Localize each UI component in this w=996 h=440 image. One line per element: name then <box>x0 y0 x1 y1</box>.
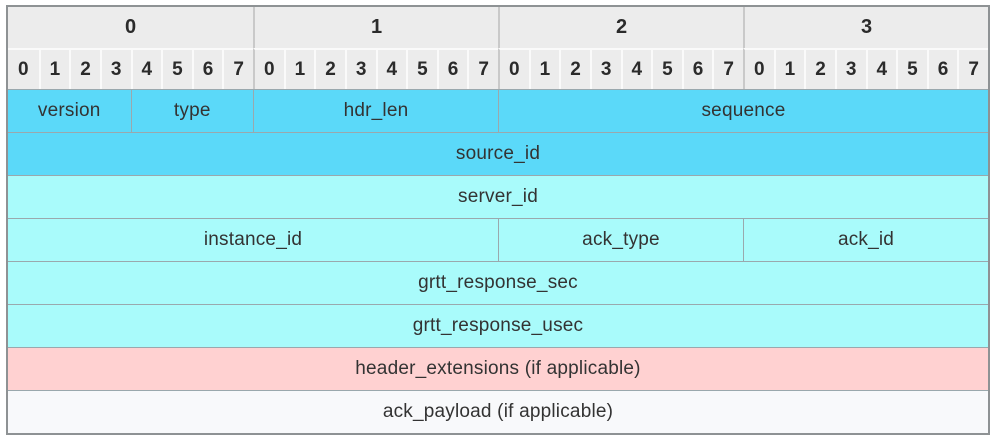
field-cell: header_extensions (if applicable) <box>8 348 988 390</box>
field-cell: ack_payload (if applicable) <box>8 391 988 433</box>
field-label: type <box>173 100 211 121</box>
field-label: ack_payload (if applicable) <box>382 401 614 422</box>
field-cell: hdr_len <box>253 90 498 132</box>
byte-header-cell: 3 <box>743 7 988 48</box>
bit-number-cell: 7 <box>712 48 743 89</box>
field-cell: ack_type <box>498 219 743 261</box>
bit-number-cell: 7 <box>222 48 253 89</box>
bit-number-cell: 4 <box>130 48 162 89</box>
field-row: server_id <box>8 175 988 218</box>
field-row: version type hdr_len sequence <box>8 89 988 132</box>
bit-number-cell: 4 <box>620 48 652 89</box>
field-label: header_extensions (if applicable) <box>355 358 641 379</box>
bit-number-cell: 5 <box>161 48 192 89</box>
field-label: grtt_response_sec <box>418 272 578 293</box>
bit-number-cell: 6 <box>436 48 468 89</box>
bit-number-cell: 0 <box>253 48 284 89</box>
bit-number-cell: 2 <box>804 48 835 89</box>
bit-number-cell: 7 <box>467 48 498 89</box>
bit-number-cell: 4 <box>865 48 897 89</box>
bit-number-cell: 2 <box>69 48 100 89</box>
bit-number-cell: 2 <box>559 48 590 89</box>
bit-number-cell: 3 <box>834 48 866 89</box>
field-label: source_id <box>455 143 541 164</box>
field-cell: source_id <box>8 133 988 175</box>
field-label: sequence <box>701 100 786 121</box>
bit-number-cell: 0 <box>743 48 774 89</box>
bit-number-cell: 6 <box>191 48 223 89</box>
field-label: hdr_len <box>343 100 409 121</box>
field-label: instance_id <box>203 229 303 250</box>
field-cell: grtt_response_sec <box>8 262 988 304</box>
byte-header-cell: 1 <box>253 7 498 48</box>
field-label: grtt_response_usec <box>412 315 584 336</box>
byte-header-cell: 2 <box>498 7 743 48</box>
bit-number-cell: 4 <box>375 48 407 89</box>
field-label: ack_type <box>582 229 660 250</box>
bit-number-cell: 1 <box>283 48 315 89</box>
field-cell: type <box>130 90 253 132</box>
bit-number-cell: 6 <box>681 48 713 89</box>
field-row: grtt_response_sec <box>8 261 988 304</box>
bit-number-cell: 5 <box>406 48 437 89</box>
bit-number-cell: 7 <box>957 48 988 89</box>
field-cell: server_id <box>8 176 988 218</box>
bit-number-cell: 6 <box>926 48 958 89</box>
field-cell: sequence <box>498 90 988 132</box>
field-label: ack_id <box>837 229 895 250</box>
field-cell: version <box>8 90 131 132</box>
field-row: grtt_response_usec <box>8 304 988 347</box>
bit-number-cell: 3 <box>344 48 376 89</box>
bit-number-cell: 3 <box>589 48 621 89</box>
bit-number-cell: 1 <box>773 48 805 89</box>
bit-number-cell: 0 <box>498 48 529 89</box>
bit-number-cell: 5 <box>651 48 682 89</box>
bit-number-cell: 5 <box>896 48 927 89</box>
field-row: header_extensions (if applicable) <box>8 347 988 390</box>
field-row: instance_id ack_type ack_id <box>8 218 988 261</box>
field-row: source_id <box>8 132 988 175</box>
bit-number-cell: 0 <box>8 48 39 89</box>
field-row: ack_payload (if applicable) <box>8 390 988 433</box>
field-cell: instance_id <box>8 219 498 261</box>
field-cell: ack_id <box>743 219 988 261</box>
bit-number-cell: 1 <box>528 48 560 89</box>
field-label: server_id <box>458 186 538 207</box>
bit-number-cell: 1 <box>38 48 70 89</box>
field-cell: grtt_response_usec <box>8 305 988 347</box>
field-label: version <box>37 100 101 121</box>
byte-header-cell: 0 <box>8 7 253 48</box>
bit-number-cell: 2 <box>314 48 345 89</box>
bit-number-cell: 3 <box>99 48 131 89</box>
